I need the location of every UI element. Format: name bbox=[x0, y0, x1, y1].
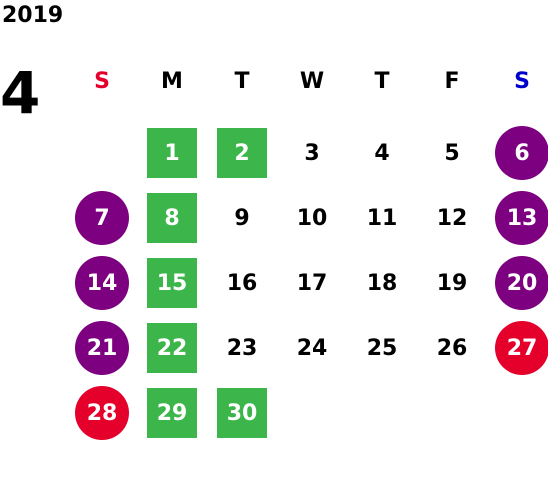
day-number: 2 bbox=[217, 128, 267, 178]
day-cell-11[interactable]: 11 bbox=[347, 190, 417, 246]
day-number: 8 bbox=[147, 193, 197, 243]
day-cell-8[interactable]: 8 bbox=[137, 190, 207, 246]
day-cell-17[interactable]: 17 bbox=[277, 255, 347, 311]
day-number: 7 bbox=[75, 191, 129, 245]
day-cell-22[interactable]: 22 bbox=[137, 320, 207, 376]
day-number: 14 bbox=[75, 256, 129, 310]
day-cell-26[interactable]: 26 bbox=[417, 320, 487, 376]
day-cell-15[interactable]: 15 bbox=[137, 255, 207, 311]
weekday-header-tuesday: T bbox=[234, 68, 250, 94]
day-cell-2[interactable]: 2 bbox=[207, 125, 277, 181]
day-cell-6[interactable]: 6 bbox=[487, 125, 548, 181]
day-cell-28[interactable]: 28 bbox=[67, 385, 137, 441]
week-row: 28 29 30 bbox=[67, 385, 548, 441]
day-number: 19 bbox=[436, 270, 468, 296]
day-number: 18 bbox=[366, 270, 398, 296]
day-cell-9[interactable]: 9 bbox=[207, 190, 277, 246]
day-number: 1 bbox=[147, 128, 197, 178]
day-cell-1[interactable]: 1 bbox=[137, 125, 207, 181]
day-cell-18[interactable]: 18 bbox=[347, 255, 417, 311]
day-number: 3 bbox=[304, 140, 320, 166]
weekday-header-sunday: S bbox=[94, 68, 110, 94]
day-cell-12[interactable]: 12 bbox=[417, 190, 487, 246]
day-cell-24[interactable]: 24 bbox=[277, 320, 347, 376]
day-number: 15 bbox=[147, 258, 197, 308]
month-number: 4 bbox=[0, 59, 41, 127]
weekday-header-saturday: S bbox=[514, 68, 530, 94]
day-number: 5 bbox=[444, 140, 460, 166]
day-number: 23 bbox=[226, 335, 258, 361]
day-number: 26 bbox=[436, 335, 468, 361]
weekday-header-thursday: T bbox=[374, 68, 390, 94]
day-number: 25 bbox=[366, 335, 398, 361]
day-number: 12 bbox=[436, 205, 468, 231]
day-number: 11 bbox=[366, 205, 398, 231]
weekday-header-wednesday: W bbox=[299, 68, 325, 94]
day-number: 17 bbox=[296, 270, 328, 296]
day-number: 6 bbox=[495, 126, 548, 180]
day-number: 9 bbox=[234, 205, 250, 231]
day-cell-10[interactable]: 10 bbox=[277, 190, 347, 246]
day-number: 10 bbox=[296, 205, 328, 231]
day-cell-13[interactable]: 13 bbox=[487, 190, 548, 246]
day-cell-29[interactable]: 29 bbox=[137, 385, 207, 441]
day-number: 22 bbox=[147, 323, 197, 373]
week-row: 21 22 23 24 25 26 27 bbox=[67, 320, 548, 376]
day-cell-23[interactable]: 23 bbox=[207, 320, 277, 376]
day-cell-14[interactable]: 14 bbox=[67, 255, 137, 311]
day-cell-27[interactable]: 27 bbox=[487, 320, 548, 376]
day-number: 13 bbox=[495, 191, 548, 245]
day-cell-30[interactable]: 30 bbox=[207, 385, 277, 441]
year-label: 2019 bbox=[2, 3, 64, 28]
day-cell-21[interactable]: 21 bbox=[67, 320, 137, 376]
day-cell-5[interactable]: 5 bbox=[417, 125, 487, 181]
day-cell-20[interactable]: 20 bbox=[487, 255, 548, 311]
day-cell-16[interactable]: 16 bbox=[207, 255, 277, 311]
day-cell-4[interactable]: 4 bbox=[347, 125, 417, 181]
day-number: 20 bbox=[495, 256, 548, 310]
day-cell-3[interactable]: 3 bbox=[277, 125, 347, 181]
weekday-header-friday: F bbox=[444, 68, 460, 94]
day-cell-19[interactable]: 19 bbox=[417, 255, 487, 311]
day-cell-7[interactable]: 7 bbox=[67, 190, 137, 246]
day-number: 30 bbox=[217, 388, 267, 438]
day-number: 28 bbox=[75, 386, 129, 440]
week-row: 14 15 16 17 18 19 20 bbox=[67, 255, 548, 311]
day-number: 4 bbox=[374, 140, 390, 166]
weekday-header-monday: M bbox=[161, 68, 183, 94]
day-number: 27 bbox=[495, 321, 548, 375]
day-number: 24 bbox=[296, 335, 328, 361]
day-number: 21 bbox=[75, 321, 129, 375]
day-cell-25[interactable]: 25 bbox=[347, 320, 417, 376]
day-number: 16 bbox=[226, 270, 258, 296]
day-number: 29 bbox=[147, 388, 197, 438]
